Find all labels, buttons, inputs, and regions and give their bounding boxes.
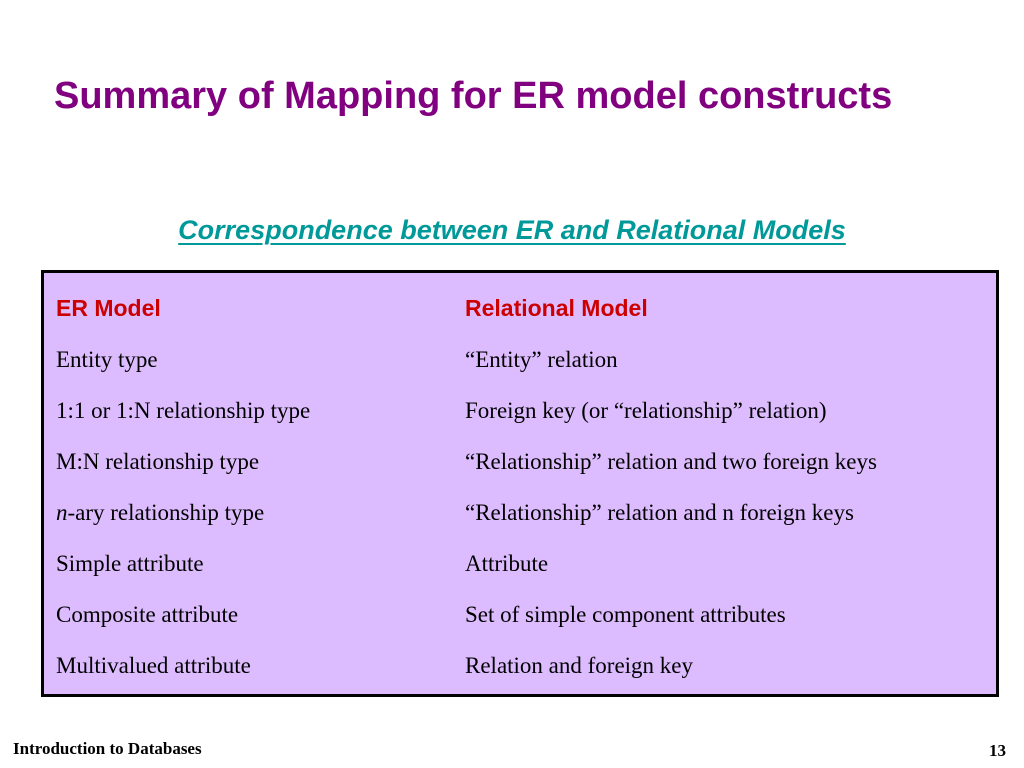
er-construct: Simple attribute xyxy=(56,538,456,589)
er-construct: Multivalued attribute xyxy=(56,640,456,691)
er-construct-text: Entity type xyxy=(56,347,158,372)
header-relational-model: Relational Model xyxy=(465,295,648,321)
table-row: Entity type “Entity” relation xyxy=(44,334,996,385)
slide-title: Summary of Mapping for ER model construc… xyxy=(54,75,893,117)
er-construct: n-ary relationship type xyxy=(56,487,456,538)
table-row: 1:1 or 1:N relationship type Foreign key… xyxy=(44,385,996,436)
er-construct-text: Multivalued attribute xyxy=(56,653,251,678)
er-construct: 1:1 or 1:N relationship type xyxy=(56,385,456,436)
er-construct-italic-prefix: n xyxy=(56,500,68,525)
header-er-model: ER Model xyxy=(56,295,161,321)
footer-course-title: Introduction to Databases xyxy=(13,739,202,758)
er-construct-text: Simple attribute xyxy=(56,551,204,576)
er-construct: Composite attribute xyxy=(56,589,456,640)
er-construct-text: M:N relationship type xyxy=(56,449,260,474)
table-row: Multivalued attribute Relation and forei… xyxy=(44,640,996,691)
relational-construct: Attribute xyxy=(465,551,549,576)
table-row: M:N relationship type “Relationship” rel… xyxy=(44,436,996,487)
er-construct-text: 1:1 or 1:N relationship type xyxy=(56,398,311,423)
er-construct-text: Composite attribute xyxy=(56,602,239,627)
table-row: n-ary relationship type “Relationship” r… xyxy=(44,487,996,538)
relational-construct: Foreign key (or “relationship” relation) xyxy=(465,398,827,423)
mapping-table: ER Model Relational Model Entity type “E… xyxy=(41,270,999,697)
relational-construct: “Relationship” relation and two foreign … xyxy=(465,449,877,474)
er-construct: Entity type xyxy=(56,334,456,385)
relational-construct: “Relationship” relation and n foreign ke… xyxy=(465,500,854,525)
table-header-row: ER Model Relational Model xyxy=(44,283,996,334)
table-row: Simple attribute Attribute xyxy=(44,538,996,589)
relational-construct: Relation and foreign key xyxy=(465,653,694,678)
relational-construct: Set of simple component attributes xyxy=(465,602,786,627)
slide-subtitle: Correspondence between ER and Relational… xyxy=(178,215,846,245)
footer-page-number: 13 xyxy=(989,741,1006,760)
relational-construct: “Entity” relation xyxy=(465,347,618,372)
er-construct: M:N relationship type xyxy=(56,436,456,487)
table-row: Composite attribute Set of simple compon… xyxy=(44,589,996,640)
er-construct-text: -ary relationship type xyxy=(67,500,265,525)
